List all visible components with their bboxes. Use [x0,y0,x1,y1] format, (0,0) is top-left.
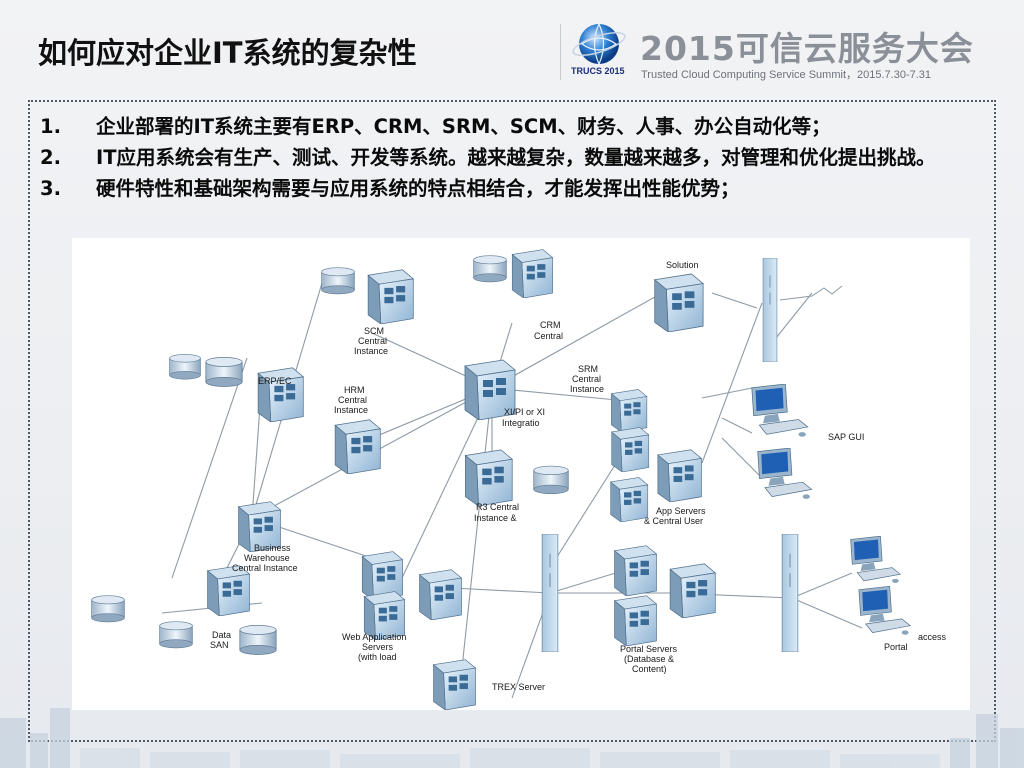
srm-server-icon [611,389,646,432]
event-subtitle: Trusted Cloud Computing Service Summit，2… [641,66,931,82]
disk-icon [534,466,569,494]
label-sap-gui: SAP GUI [828,432,864,442]
bullet-text: 硬件特性和基础架构需要与应用系统的特点相结合，才能发挥出性能优势； [96,177,740,200]
bullet-number: 3. [40,174,61,203]
bw-server-icon [208,566,250,616]
slide-title: 如何应对企业IT系统的复杂性 [38,30,417,72]
label-erp: ERP/EC [258,376,292,386]
network-switch-icon [763,258,777,362]
header-divider [560,24,561,80]
trex-server-icon [434,660,476,710]
hrm-server-icon [335,420,380,474]
portal-server-icon [615,596,657,646]
bullet-list: 1. 企业部署的IT系统主要有ERP、CRM、SRM、SCM、财务、人事、办公自… [38,112,968,205]
event-title: 2015可信云服务大会 [640,22,974,70]
web-server-icon [420,570,462,620]
bullet-number: 1. [40,112,61,141]
portal-server-icon [615,546,657,596]
disk-icon [322,268,355,294]
bullet-item: 2. IT应用系统会有生产、测试、开发等系统。越来越复杂，数量越来越多，对管理和… [38,143,968,172]
label-trex: TREX Server [492,682,545,692]
label-access: access [918,632,947,642]
scm-server-icon [368,270,413,324]
network-switch-icon [782,534,798,652]
disk-icon [474,256,507,282]
r3-server-icon [465,450,512,506]
portal-server-icon [670,564,715,618]
bullet-text: 企业部署的IT系统主要有ERP、CRM、SRM、SCM、财务、人事、办公自动化等… [96,115,831,138]
event-logo-text: TRUCS 2015 [571,66,625,76]
solution-server-icon [655,274,703,332]
disk-icon [92,596,125,622]
disk-icon [160,622,193,648]
app-server-icon [658,450,702,502]
disk-icon [170,354,201,379]
label-portal: Portal [884,642,908,652]
disk-icon [240,625,276,654]
network-switch-icon [542,534,558,652]
bullet-text: IT应用系统会有生产、测试、开发等系统。越来越复杂，数量越来越多，对管理和优化提… [96,146,936,169]
bullet-item: 3. 硬件特性和基础架构需要与应用系统的特点相结合，才能发挥出性能优势； [38,174,968,203]
label-solution: Solution [666,260,699,270]
bullet-number: 2. [40,143,61,172]
server-icon [612,427,649,472]
disk-icon [206,357,242,386]
server-icon [611,477,648,522]
bullet-item: 1. 企业部署的IT系统主要有ERP、CRM、SRM、SCM、财务、人事、办公自… [38,112,968,141]
server-icon [512,250,552,298]
